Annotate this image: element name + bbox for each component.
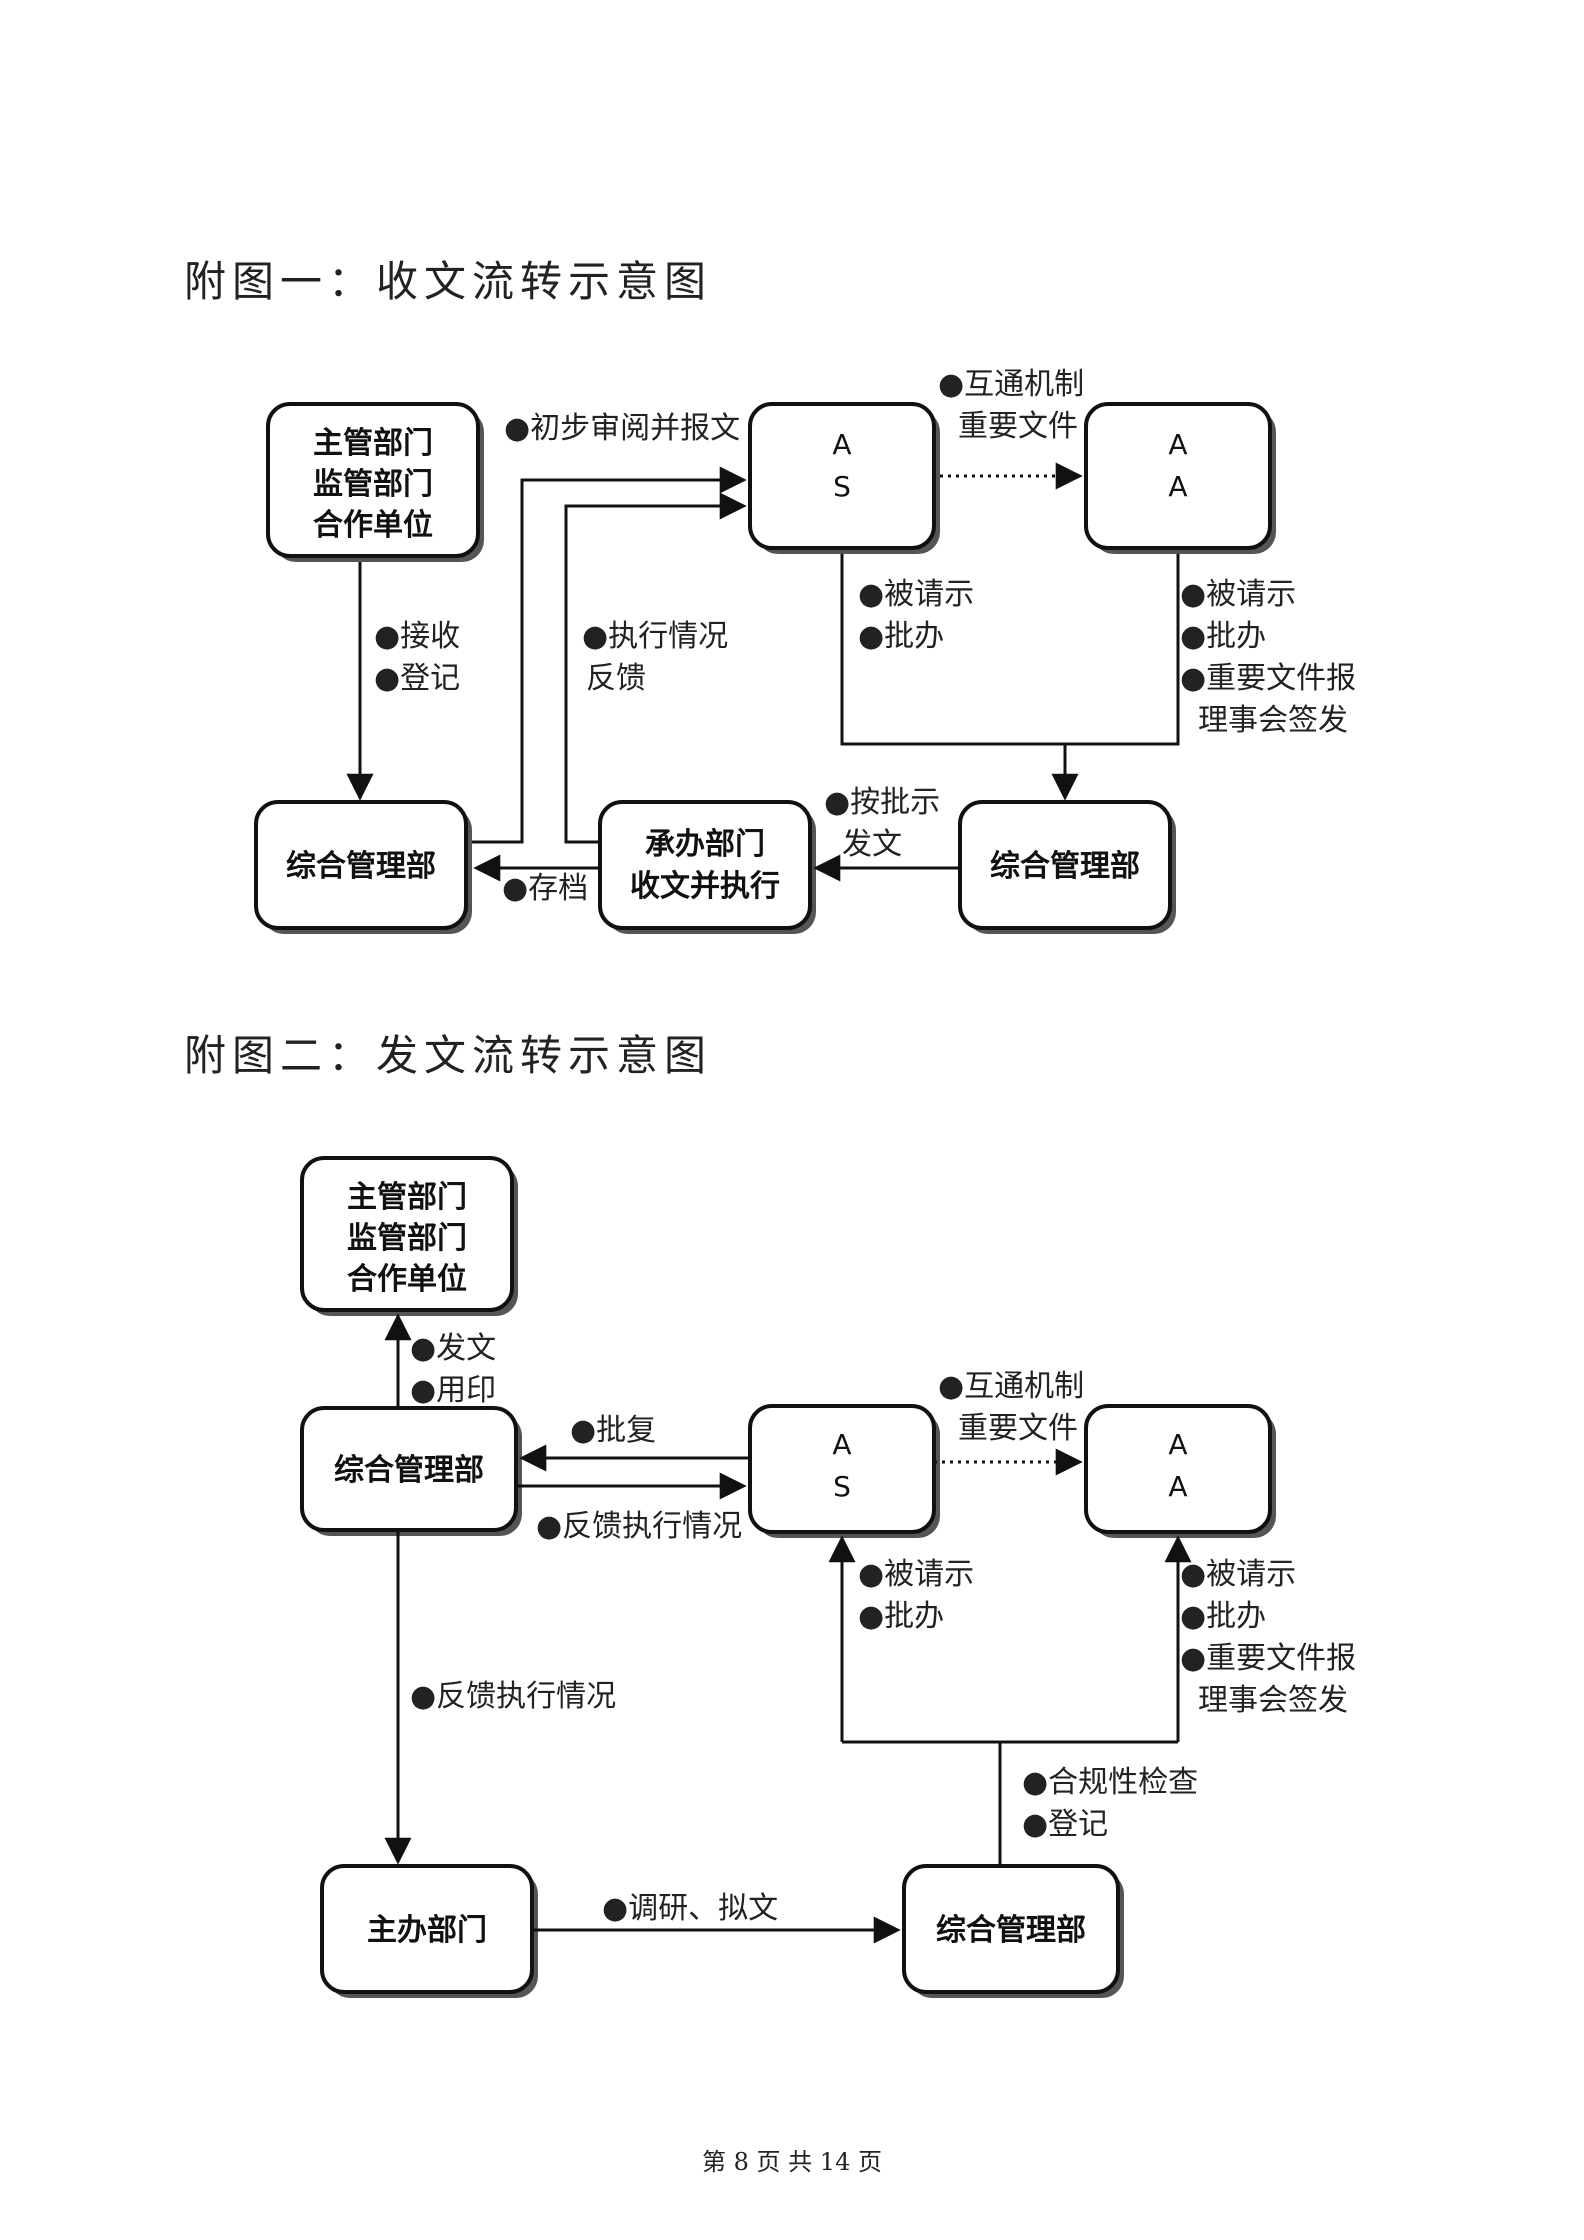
fig1-aa-line2: A [1168,470,1187,503]
fig2-mgmt-text: 综合管理部 [334,1453,484,1488]
page-footer: 第 8 页 共 14 页 [702,2148,882,2176]
fig2-box-host: 主办部门 [320,1864,538,1998]
fig1-label-receive-2: ●登记 [374,661,460,696]
fig1-label-as-instruct-2: ●批办 [858,619,944,654]
fig1-label-aa-instruct-3: ●重要文件报 [1180,661,1356,696]
fig2-box-as: A S [748,1404,940,1538]
fig1-label-aa-instruct-2: ●批办 [1180,619,1266,654]
fig2-aa-line2: A [1168,1470,1187,1503]
fig2-label-aa-instruct-2: ●批办 [1180,1599,1266,1634]
fig1-as-line2: S [833,470,851,503]
fig1-mgmt-left-text: 综合管理部 [286,849,436,884]
fig1-executor-line2: 收文并执行 [630,869,780,904]
fig1-aa-line1: A [1168,428,1187,461]
fig1-arrow-feedback [564,492,747,844]
fig2-supervisors-line1: 主管部门 [347,1180,467,1215]
fig1-label-archive: ●存档 [502,871,588,906]
fig1-line-instruct [840,554,1180,746]
fig2-host-text: 主办部门 [367,1913,487,1948]
fig1-mgmt-right-text: 综合管理部 [990,849,1140,884]
fig2-label-aa-instruct-4: 理事会签发 [1198,1683,1348,1718]
fig2-box-aa: A A [1084,1404,1276,1538]
fig2-label-compliance-2: ●登记 [1022,1807,1108,1842]
fig1-supervisors-line2: 监管部门 [313,467,433,502]
fig1-as-line1: A [832,428,851,461]
fig1-label-review: ●初步审阅并报文 [504,411,740,446]
fig2-label-draft: ●调研、拟文 [602,1891,778,1926]
fig2-title: 附图二：发文流转示意图 [184,1031,713,1080]
fig2-mgmt-bottom-text: 综合管理部 [936,1913,1086,1948]
fig2-label-aa-instruct-3: ●重要文件报 [1180,1641,1356,1676]
fig2-label-feedback-down: ●反馈执行情况 [410,1679,616,1714]
fig1-box-supervisors: 主管部门 监管部门 合作单位 [266,402,484,562]
fig2-box-mgmt-bottom: 综合管理部 [902,1864,1124,1998]
fig2-label-send-1: ●发文 [410,1331,496,1366]
fig1-label-aa-instruct-4: 理事会签发 [1198,703,1348,738]
fig2-box-mgmt: 综合管理部 [300,1406,522,1536]
fig2-label-send-2: ●用印 [410,1373,496,1408]
fig2-label-interop-1: ●互通机制 [938,1369,1084,1404]
fig1-box-aa: A A [1084,402,1276,554]
fig1-box-executor: 承办部门 收文并执行 [598,800,816,934]
fig2-label-as-instruct-1: ●被请示 [858,1557,974,1592]
fig1-supervisors-line1: 主管部门 [313,426,433,461]
fig2-label-reply: ●批复 [570,1413,656,1448]
fig1-label-interop-1: ●互通机制 [938,367,1084,402]
fig1-label-feedback-1: ●执行情况 [582,619,728,654]
fig2-as-line1: A [832,1428,851,1461]
fig1-arrow-review [472,466,747,844]
fig2-label-aa-instruct-1: ●被请示 [1180,1557,1296,1592]
fig2-as-line2: S [833,1470,851,1503]
fig2-box-supervisors: 主管部门 监管部门 合作单位 [300,1156,518,1316]
fig2-label-as-instruct-2: ●批办 [858,1599,944,1634]
fig1-label-interop-2: 重要文件 [958,409,1078,444]
fig2-label-interop-2: 重要文件 [958,1411,1078,1446]
fig2-supervisors-line3: 合作单位 [347,1262,467,1297]
fig1-title: 附图一：收文流转示意图 [184,257,713,306]
fig1-label-dispatch-2: 发文 [842,827,902,862]
fig2-label-compliance-1: ●合规性检查 [1022,1765,1198,1800]
fig1-executor-line1: 承办部门 [645,827,765,862]
fig1-label-aa-instruct-1: ●被请示 [1180,577,1296,612]
fig1-label-dispatch-1: ●按批示 [824,785,940,820]
fig1-label-feedback-2: 反馈 [586,661,646,696]
fig2-label-feedback-top: ●反馈执行情况 [536,1509,742,1544]
fig1-box-mgmt-left: 综合管理部 [254,800,472,934]
fig2-supervisors-line2: 监管部门 [347,1221,467,1256]
fig1-box-as: A S [748,402,940,554]
fig1-box-mgmt-right: 综合管理部 [958,800,1176,934]
fig1-supervisors-line3: 合作单位 [313,508,433,543]
fig2-diagram: 主管部门 监管部门 合作单位 综合管理部 A S A A 主办部门 [300,1156,1356,1998]
fig2-aa-line1: A [1168,1428,1187,1461]
fig1-label-receive-1: ●接收 [374,619,460,654]
fig1-label-as-instruct-1: ●被请示 [858,577,974,612]
fig1-diagram: 主管部门 监管部门 合作单位 A S A A 综合管理部 承办部门 [254,367,1356,934]
